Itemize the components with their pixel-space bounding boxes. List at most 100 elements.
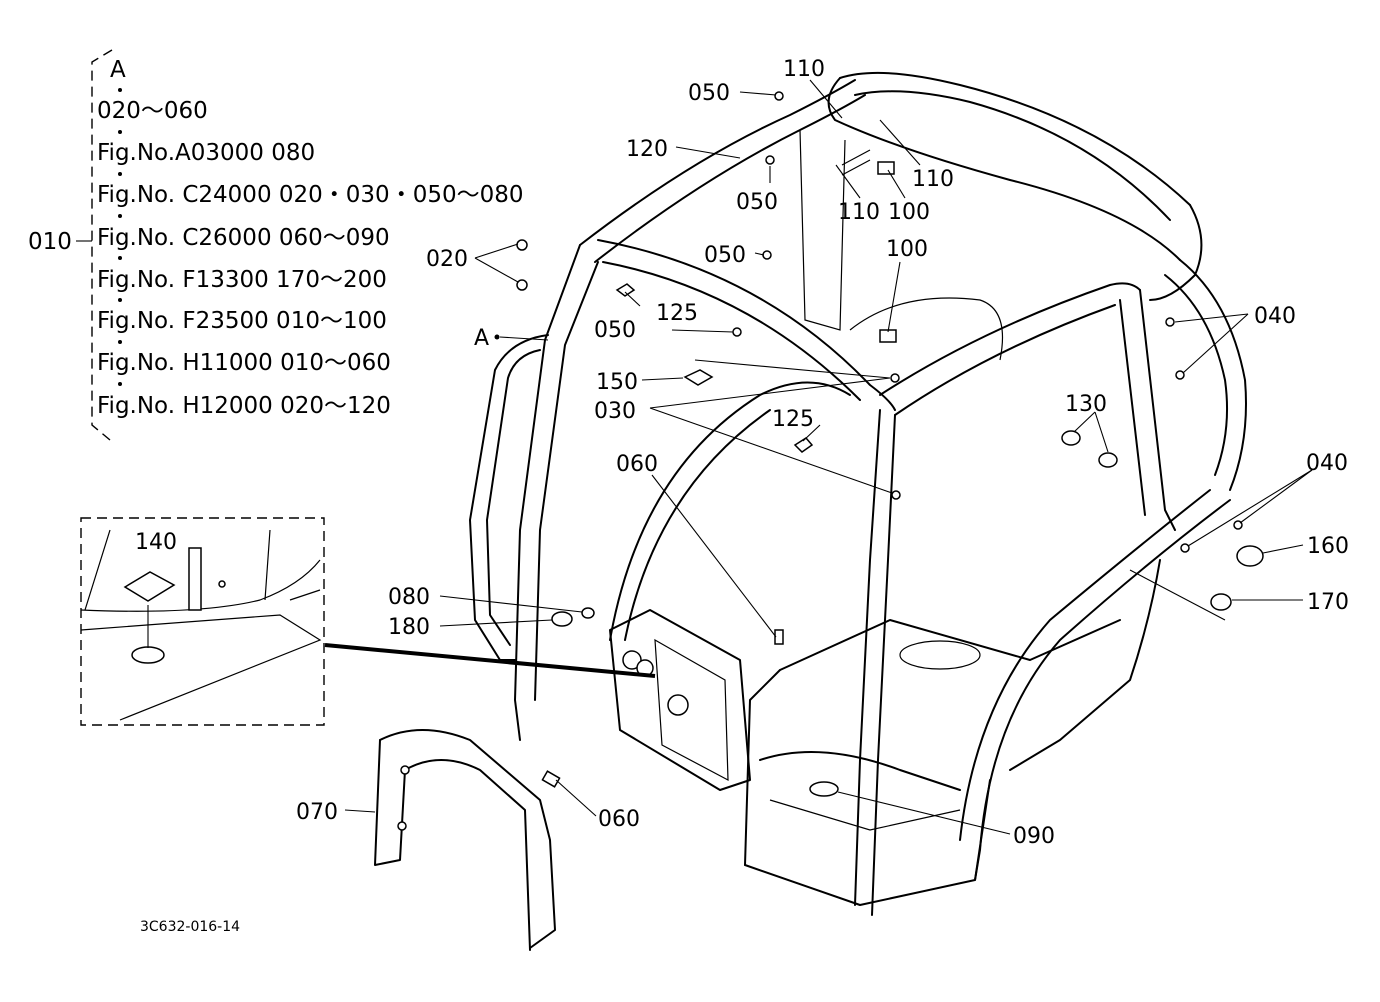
bolt-030-a bbox=[890, 373, 900, 383]
rear-window-post bbox=[799, 129, 846, 331]
rear-right-pillar bbox=[1139, 289, 1176, 531]
left-handrail bbox=[469, 334, 549, 661]
reference-group-label: 010 bbox=[28, 229, 72, 255]
bolt-060-upper bbox=[774, 629, 784, 645]
strip-110 bbox=[841, 149, 871, 176]
roof-crossbeam bbox=[879, 282, 1141, 396]
inset-panel bbox=[80, 614, 322, 721]
floor-step bbox=[759, 751, 961, 791]
clip-125-b bbox=[793, 437, 814, 453]
reference-line-8: Fig.No. H12000 020～120 bbox=[97, 393, 391, 419]
inset-floor-edge bbox=[80, 559, 321, 612]
roof-bow-rear bbox=[827, 77, 1181, 261]
callout-110-mid: 110 bbox=[838, 200, 880, 225]
front-center-pillar-inner bbox=[871, 414, 896, 916]
detail-inset: 140 bbox=[80, 517, 325, 726]
left-a-pillar-outer bbox=[514, 244, 581, 741]
callout-070: 070 bbox=[296, 800, 338, 825]
callout-020: 020 bbox=[426, 247, 468, 272]
reference-line-7: Fig.No. H11000 010～060 bbox=[97, 350, 391, 376]
roof-rail-top bbox=[839, 71, 1191, 206]
bolt-030-b bbox=[891, 490, 901, 500]
callout-110-right: 110 bbox=[912, 167, 954, 192]
grommet-130-b bbox=[1098, 452, 1118, 468]
roof-corner-rear bbox=[1149, 204, 1203, 301]
nut-040-a bbox=[1165, 317, 1175, 327]
nut-040-b bbox=[1175, 370, 1185, 380]
inset-screw bbox=[218, 580, 226, 588]
floor-plug bbox=[809, 781, 839, 797]
callout-150: 150 bbox=[596, 370, 638, 395]
nut-050-b bbox=[765, 155, 775, 165]
seal-inner bbox=[374, 739, 531, 951]
callout-100-lower: 100 bbox=[886, 237, 928, 262]
left-handrail-inner bbox=[486, 349, 541, 646]
callout-030: 030 bbox=[594, 399, 636, 424]
nut-050-d bbox=[732, 327, 742, 337]
nut-040-d bbox=[1180, 543, 1190, 553]
callout-040-upper: 040 bbox=[1254, 304, 1296, 329]
left-a-pillar-inner bbox=[534, 261, 599, 701]
callout-090: 090 bbox=[1013, 824, 1055, 849]
nut-050-c bbox=[762, 250, 772, 260]
callout-050-mid: 050 bbox=[736, 190, 778, 215]
reference-marker: A bbox=[110, 57, 126, 83]
inset-border bbox=[80, 517, 325, 726]
clip-125-a bbox=[615, 283, 636, 297]
grommet-130-a bbox=[1061, 430, 1081, 446]
reference-line-1: 020～060 bbox=[97, 98, 208, 124]
inset-detail bbox=[264, 529, 321, 601]
callout-a: A bbox=[474, 326, 489, 351]
callout-120: 120 bbox=[626, 137, 668, 162]
seal-screw-2 bbox=[397, 821, 407, 831]
grommet-180 bbox=[551, 611, 573, 627]
console-grommet bbox=[667, 694, 689, 716]
callout-050-top: 050 bbox=[688, 81, 730, 106]
inset-pointer-arrow bbox=[324, 643, 656, 678]
right-fender-inner bbox=[959, 489, 1211, 841]
callout-170: 170 bbox=[1307, 590, 1349, 615]
hinge-020-bottom bbox=[516, 279, 528, 291]
inset-hole bbox=[131, 646, 165, 664]
inset-line bbox=[84, 529, 111, 611]
right-panel bbox=[1009, 559, 1161, 771]
reference-line-5: Fig.No. F13300 170～200 bbox=[97, 267, 387, 293]
reference-line-6: Fig.No. F23500 010～100 bbox=[97, 308, 387, 334]
callout-160: 160 bbox=[1307, 534, 1349, 559]
roof-crossbeam-lower bbox=[894, 304, 1116, 416]
nut-050-a bbox=[774, 91, 784, 101]
roof-rail-top-inner bbox=[854, 90, 1171, 221]
callout-180: 180 bbox=[388, 615, 430, 640]
grommet-160 bbox=[1236, 545, 1264, 567]
callout-110-top: 110 bbox=[783, 57, 825, 82]
right-rear-corner bbox=[1179, 259, 1247, 491]
pad-140 bbox=[123, 571, 176, 602]
front-hoop-top bbox=[597, 239, 896, 411]
reference-group: 010 A 020～060 Fig.No.A03000 080 Fig.No. … bbox=[28, 49, 524, 441]
reference-line-4: Fig.No. C26000 060～090 bbox=[97, 225, 390, 251]
seal-outer bbox=[379, 729, 556, 949]
callout-140: 140 bbox=[135, 530, 177, 555]
right-rear-corner-inner bbox=[1164, 274, 1229, 476]
hinge-020-top bbox=[516, 239, 528, 251]
callout-labels: 050 110 120 110 050 110 100 050 020 100 … bbox=[296, 57, 1349, 849]
pad-150 bbox=[683, 369, 714, 386]
callout-060-lower: 060 bbox=[598, 807, 640, 832]
rear-right-pillar-inner bbox=[1119, 299, 1146, 516]
roof-arch-front-inner bbox=[594, 94, 866, 263]
callout-080: 080 bbox=[388, 585, 430, 610]
floor-front-edge bbox=[744, 779, 991, 906]
callout-100-upper: 100 bbox=[888, 200, 930, 225]
bracket-100-upper bbox=[877, 161, 895, 175]
floor-plate bbox=[769, 799, 961, 831]
floor-opening bbox=[899, 640, 981, 670]
figure-code: 3C632-016-14 bbox=[140, 919, 240, 935]
console-door bbox=[654, 638, 729, 782]
door-arch-inner bbox=[624, 409, 771, 641]
reference-line-3: Fig.No. C24000 020・030・050～080 bbox=[97, 182, 524, 208]
callout-050-lower: 050 bbox=[594, 318, 636, 343]
spacer-060 bbox=[541, 770, 561, 788]
callout-130: 130 bbox=[1065, 392, 1107, 417]
door-arch bbox=[609, 381, 851, 641]
